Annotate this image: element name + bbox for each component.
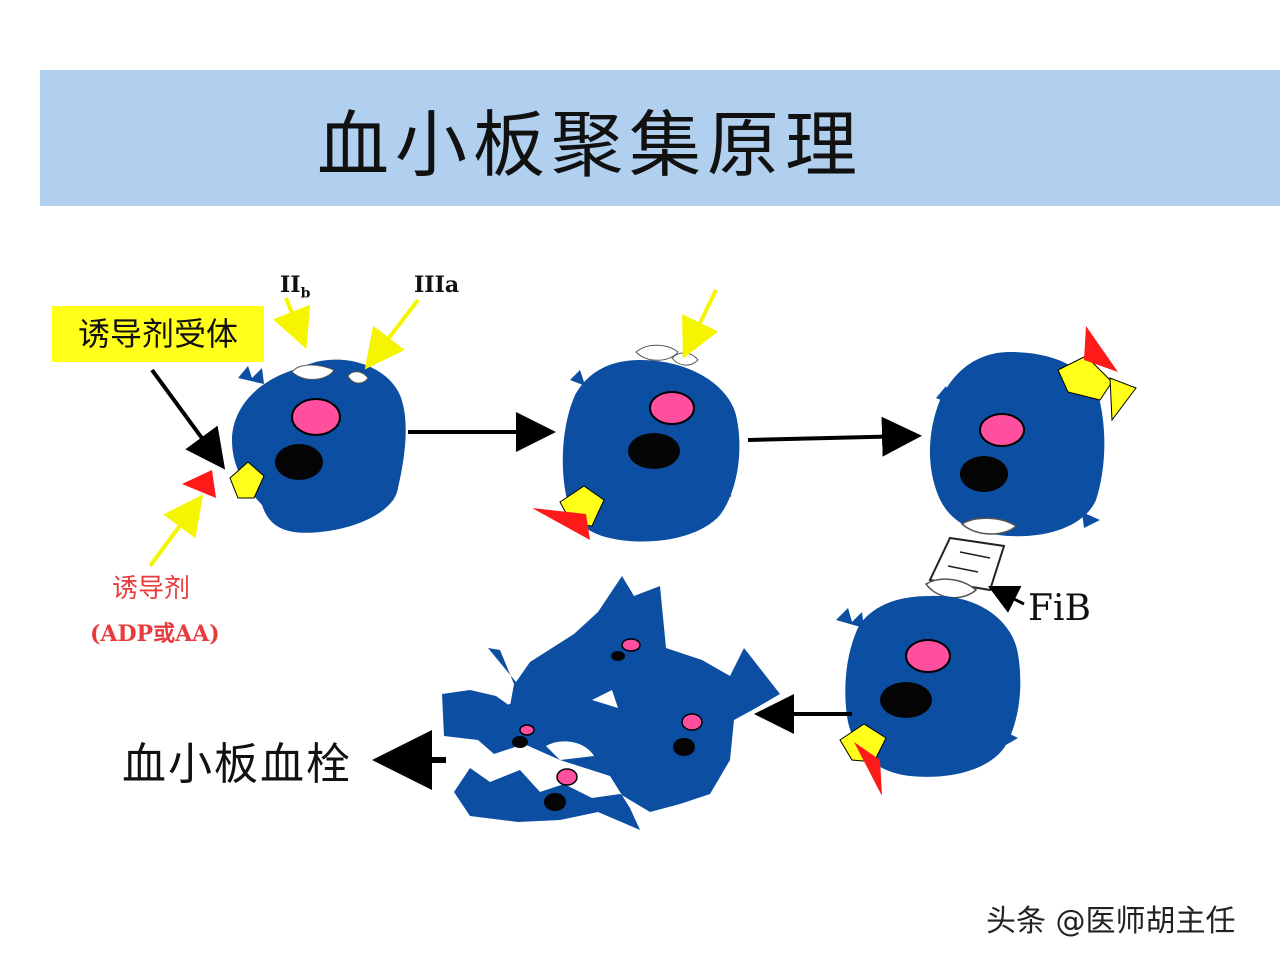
- platelet-bound: [929, 326, 1137, 537]
- title-banner: 血小板聚集原理: [40, 70, 1280, 206]
- inducer-pointer-arrow: [148, 494, 204, 568]
- gpiiia-label: IIIa: [414, 272, 460, 298]
- inducer-receptor: [229, 461, 265, 499]
- watermark: 头条 @医师胡主任: [986, 904, 1236, 939]
- step-arrow-2: [747, 416, 922, 457]
- platelet-activating: [559, 344, 740, 542]
- gpiiia-pointer-arrow: [364, 298, 420, 370]
- fibrinogen-label: FiB: [1028, 588, 1091, 629]
- platelet-resting: [229, 359, 406, 533]
- platelet-thrombus: [442, 576, 780, 830]
- thrombus-label: 血小板血栓: [122, 739, 352, 790]
- gpiib-label: IIb: [280, 272, 311, 302]
- receptor-pointer-arrow: [150, 368, 226, 470]
- platelet-linked: [836, 595, 1021, 777]
- gpiib-receptor: [291, 364, 335, 380]
- inducer-examples-label: (ADP或AA): [90, 621, 220, 647]
- granule: [275, 444, 323, 480]
- inducer-label: 诱导剂: [112, 574, 191, 604]
- page-title: 血小板聚集原理: [316, 103, 863, 187]
- receptor-label: 诱导剂受体: [52, 306, 264, 362]
- gpiiia-receptor: [347, 371, 369, 384]
- inducer-molecule: [182, 470, 216, 498]
- gpiib-pointer-arrow: [273, 297, 311, 350]
- nucleus: [291, 398, 341, 436]
- fibrinogen-bridge: [924, 517, 1018, 599]
